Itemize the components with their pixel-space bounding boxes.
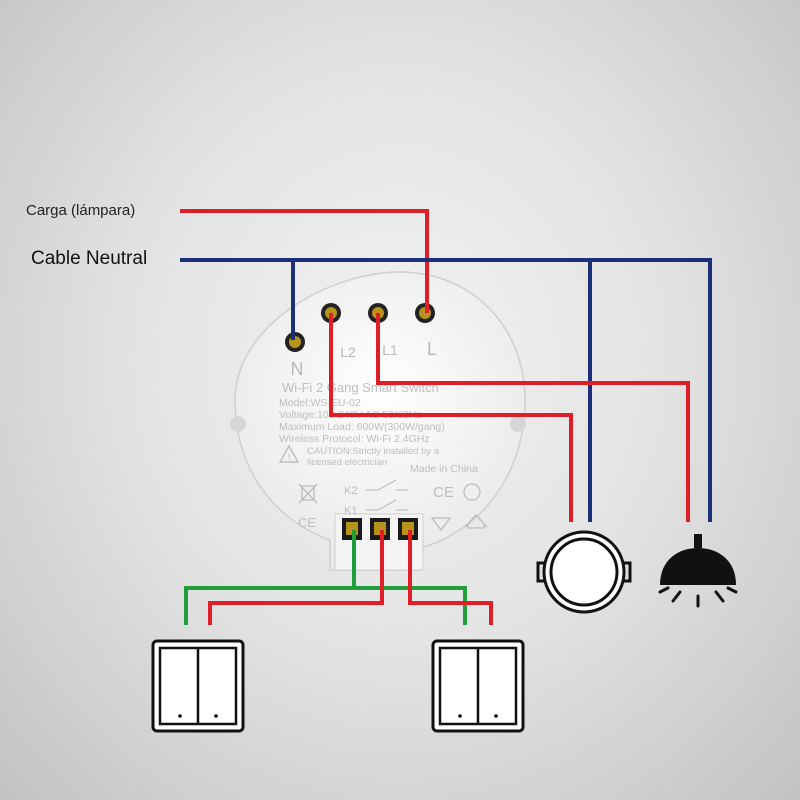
neutral-wire-main [180, 258, 712, 522]
certification-icon [463, 483, 481, 501]
l1-wire-pendant [376, 313, 690, 522]
svg-text:!: ! [288, 452, 291, 462]
switch-wire-right [408, 530, 493, 625]
module-made-in: Made in China [410, 463, 478, 475]
recessed-light-icon [536, 530, 632, 614]
neutral-label: Cable Neutral [31, 248, 148, 269]
module-model: Model:WS-EU-02 [279, 397, 361, 409]
pendant-lamp-icon [658, 534, 738, 608]
relay-symbol [366, 479, 408, 511]
switch-common-wire [184, 530, 356, 625]
terminal-label-l2: L2 [340, 344, 356, 360]
relay-label-k2: K2 [344, 485, 357, 497]
ce-mark-left: CE [298, 515, 316, 530]
load-wire [180, 209, 429, 313]
switch-common-wire-right [354, 586, 467, 625]
home-icon [464, 514, 488, 529]
module-max-load: Maximum Load: 600W(300W/gang) [279, 421, 445, 433]
module-caution-2: licensed electrician [307, 457, 387, 468]
module-protocol: Wireless Protocol: Wi-Fi 2.4GHz [279, 433, 430, 445]
l2-wire-downlight [329, 313, 573, 522]
ce-mark-right: CE [433, 484, 454, 501]
mount-hole-left [230, 416, 246, 432]
terminal-label-n: N [291, 359, 304, 379]
wall-switch-icon [431, 639, 525, 733]
triangle-mark-icon [430, 517, 452, 532]
terminal-label-l1: L1 [382, 342, 398, 358]
relay-label-k1: K1 [344, 505, 357, 517]
terminal-label-l: L [427, 339, 437, 359]
load-label: Carga (lámpara) [26, 202, 136, 219]
warning-icon: ! [278, 444, 300, 463]
mount-hole-right [510, 416, 526, 432]
weee-bin-icon [298, 483, 318, 504]
switch-wire-left [208, 530, 384, 625]
wall-switch-icon [151, 639, 245, 733]
module-caution-1: CAUTION:Strictly installed by a [307, 446, 440, 457]
